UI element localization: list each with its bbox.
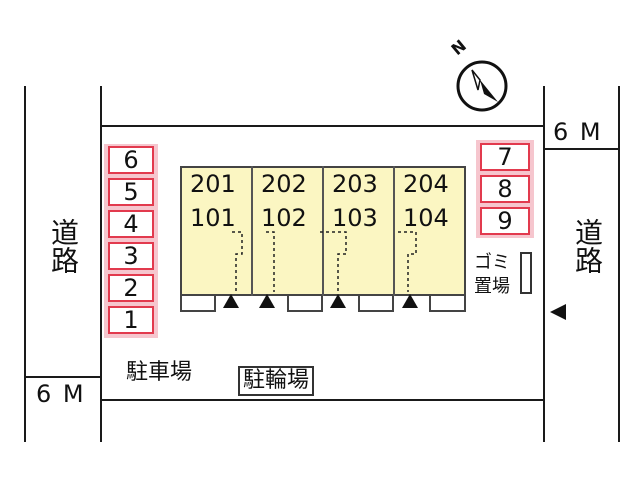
garbage-area-label-top: ゴミ bbox=[474, 252, 510, 273]
room-number-lower: 104 bbox=[403, 204, 449, 232]
parking-stall: 5 bbox=[108, 178, 154, 206]
unit-divider bbox=[251, 166, 253, 296]
entrance-marker-icon bbox=[330, 294, 346, 308]
room-number-lower: 102 bbox=[261, 204, 307, 232]
parking-stall: 8 bbox=[480, 175, 530, 203]
entrance-arrow-icon bbox=[550, 304, 566, 320]
balcony bbox=[358, 296, 394, 312]
left-stall-group bbox=[104, 144, 158, 338]
balcony bbox=[287, 296, 323, 312]
entrance-marker-icon bbox=[259, 294, 275, 308]
bicycle-parking-label: 駐輪場 bbox=[238, 366, 315, 396]
entrance-marker-icon bbox=[223, 294, 239, 308]
right-road-width: 6 M bbox=[553, 118, 603, 146]
balcony bbox=[429, 296, 466, 312]
right-road-label: 道路 bbox=[571, 218, 604, 274]
room-number-upper: 203 bbox=[332, 170, 378, 198]
parking-label: 駐車場 bbox=[126, 360, 193, 385]
left-road-label: 道路 bbox=[47, 218, 80, 274]
garbage-area-label-bottom: 置場 bbox=[474, 276, 510, 297]
north-compass-icon bbox=[456, 60, 508, 112]
right-road-outer-line bbox=[618, 86, 620, 442]
balcony bbox=[180, 296, 216, 312]
garbage-bin bbox=[520, 252, 532, 294]
room-number-upper: 201 bbox=[190, 170, 236, 198]
left-road-width: 6 M bbox=[36, 380, 86, 408]
left-width-marker-line bbox=[24, 376, 102, 378]
parking-stall: 2 bbox=[108, 274, 154, 302]
unit-divider bbox=[322, 166, 324, 296]
entrance-marker-icon bbox=[402, 294, 418, 308]
right-road-inner-line bbox=[543, 86, 545, 442]
parking-stall: 7 bbox=[480, 143, 530, 171]
parking-stall: 4 bbox=[108, 210, 154, 238]
parking-stall: 6 bbox=[108, 146, 154, 174]
room-number-lower: 101 bbox=[190, 204, 236, 232]
right-width-marker-line bbox=[543, 148, 620, 150]
left-road-outer-line bbox=[24, 86, 26, 442]
parking-stall: 1 bbox=[108, 306, 154, 334]
parking-stall: 9 bbox=[480, 207, 530, 235]
corridor-lines bbox=[232, 231, 417, 292]
site-lot bbox=[102, 125, 543, 401]
room-number-upper: 204 bbox=[403, 170, 449, 198]
parking-stall: 3 bbox=[108, 242, 154, 270]
room-number-lower: 103 bbox=[332, 204, 378, 232]
unit-divider bbox=[393, 166, 395, 296]
room-number-upper: 202 bbox=[261, 170, 307, 198]
left-road-inner-line bbox=[100, 86, 102, 442]
